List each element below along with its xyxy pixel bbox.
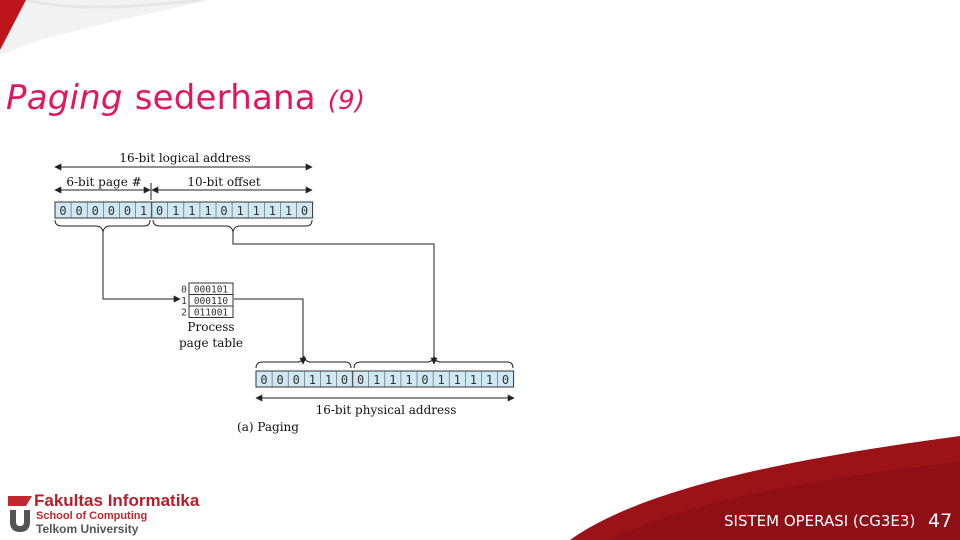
logical-bit: 1 xyxy=(285,204,292,218)
title-suffix: (9) xyxy=(327,86,366,116)
process-page-table: 000101 0 000110 1 011001 2 xyxy=(181,282,234,319)
page-table-index: 1 xyxy=(181,296,187,307)
logical-bit: 1 xyxy=(269,204,276,218)
physical-bit: 1 xyxy=(389,373,396,387)
physical-bit: 1 xyxy=(325,373,332,387)
offset-connector xyxy=(232,232,438,365)
page-table-entry: 011001 xyxy=(194,308,229,319)
physical-bit: 0 xyxy=(357,373,364,387)
page-table-entry: 000110 xyxy=(194,296,229,307)
physical-bit: 0 xyxy=(421,373,428,387)
physical-bit: 0 xyxy=(293,373,300,387)
faculty-name: Fakultas Informatika xyxy=(34,491,200,510)
physical-bit: 1 xyxy=(309,373,316,387)
page-brace xyxy=(54,219,151,233)
offset-field-label: 10-bit offset xyxy=(187,175,260,189)
physical-bit: 1 xyxy=(486,373,493,387)
logical-bit: 1 xyxy=(237,204,244,218)
logical-bit: 0 xyxy=(92,204,99,218)
page-table-entry: 000101 xyxy=(194,285,229,296)
logical-bit: 1 xyxy=(204,204,211,218)
logical-bit: 0 xyxy=(59,204,66,218)
logical-bit: 0 xyxy=(301,204,308,218)
diagram-caption: (a) Paging xyxy=(237,420,299,434)
offset-brace xyxy=(152,219,313,233)
logical-bit: 1 xyxy=(172,204,179,218)
logical-bit: 0 xyxy=(108,204,115,218)
logical-bit: 0 xyxy=(156,204,163,218)
frame-brace xyxy=(255,355,352,369)
university-name: Telkom University xyxy=(36,522,139,536)
telkom-logo-icon xyxy=(8,496,32,532)
physical-offset-brace xyxy=(353,355,514,369)
title-italic: Paging xyxy=(6,78,123,118)
page-field-label: 6-bit page # xyxy=(66,175,141,189)
logical-bit: 0 xyxy=(76,204,83,218)
course-name: SISTEM OPERASI (CG3E3) xyxy=(724,512,916,530)
physical-bit: 1 xyxy=(405,373,412,387)
page-number: 47 xyxy=(928,510,953,532)
frame-number-connector xyxy=(234,298,307,365)
title-main: sederhana xyxy=(134,78,316,118)
logical-address-label: 16-bit logical address xyxy=(119,151,250,165)
physical-bit: 1 xyxy=(470,373,477,387)
page-table-index: 2 xyxy=(181,308,187,319)
page-table-index: 0 xyxy=(181,285,187,296)
logical-bit: 0 xyxy=(124,204,131,218)
physical-bit: 0 xyxy=(502,373,509,387)
physical-bit: 0 xyxy=(341,373,348,387)
page-table-label-1: Process xyxy=(187,320,234,334)
logical-bit: 1 xyxy=(140,204,147,218)
logical-bit: 1 xyxy=(188,204,195,218)
physical-bit: 0 xyxy=(260,373,267,387)
logical-bit: 1 xyxy=(253,204,260,218)
school-name: School of Computing xyxy=(36,510,148,522)
logical-bit: 0 xyxy=(220,204,227,218)
physical-bit: 0 xyxy=(277,373,284,387)
slide-title: Paging sederhana (9) xyxy=(6,78,365,118)
physical-bit: 1 xyxy=(373,373,380,387)
physical-address-label: 16-bit physical address xyxy=(316,403,457,417)
page-table-label-2: page table xyxy=(179,336,243,350)
physical-bit: 1 xyxy=(454,373,461,387)
physical-bit: 1 xyxy=(438,373,445,387)
page-number-connector xyxy=(102,232,181,303)
